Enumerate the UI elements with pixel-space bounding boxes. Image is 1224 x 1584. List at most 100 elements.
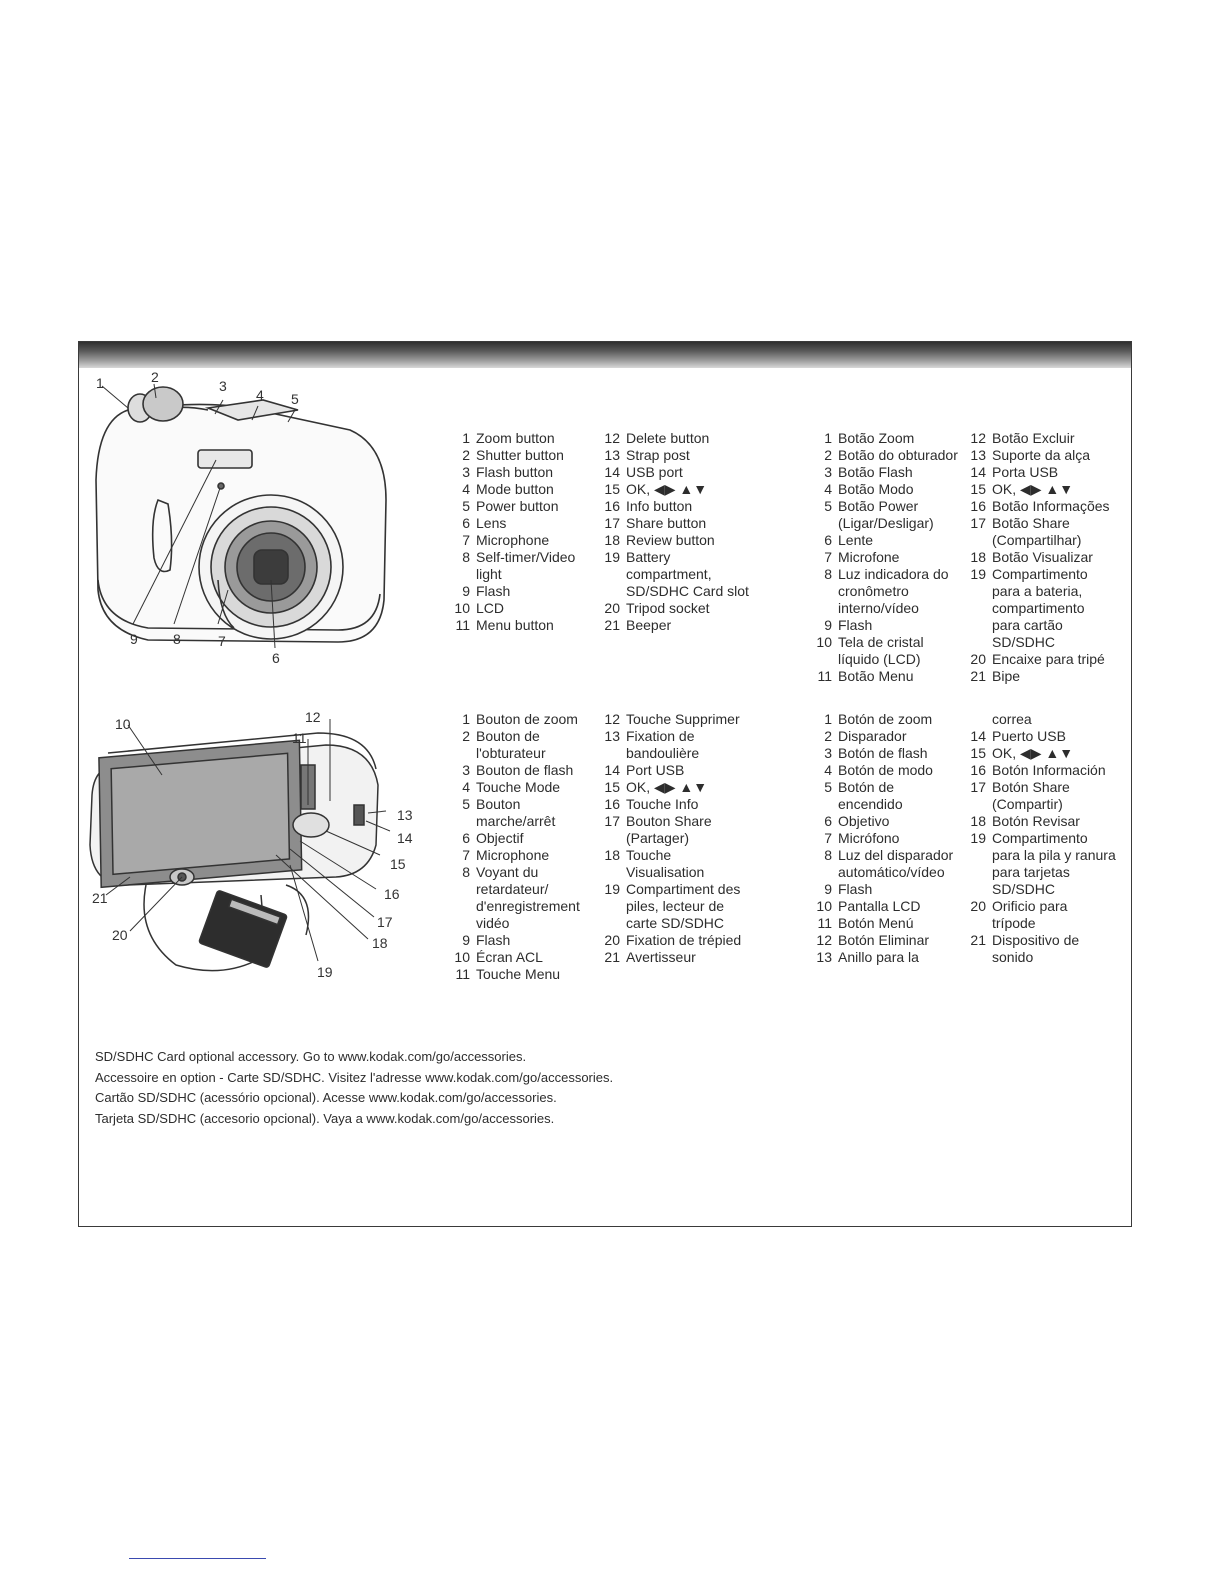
- item-label: Compartimento para a bateria, compartime…: [992, 566, 1088, 650]
- item-label: Menu button: [476, 617, 554, 633]
- list-item: 10 Pantalla LCD: [812, 898, 953, 915]
- item-number: 13: [970, 447, 986, 463]
- item-label: OK, ◀▶ ▲▼: [992, 745, 1074, 761]
- item-label: Flash: [838, 617, 873, 633]
- item-label: Bouton Share (Partager): [626, 813, 712, 846]
- callout-20: 20: [112, 927, 128, 943]
- callout-19: 19: [317, 964, 333, 980]
- item-number: 14: [970, 464, 986, 480]
- item-number: 6: [824, 532, 832, 548]
- callout-2: 2: [151, 369, 159, 385]
- item-number: 8: [824, 847, 832, 863]
- item-label: Luz del disparador automático/vídeo: [838, 847, 954, 880]
- item-number: 19: [604, 881, 620, 897]
- item-number: 18: [604, 847, 620, 863]
- item-number: 1: [462, 430, 470, 446]
- item-label: Microphone: [476, 532, 550, 548]
- item-number: 9: [824, 881, 832, 897]
- item-label: Tripod socket: [626, 600, 710, 616]
- item-label: Bouton de flash: [476, 762, 574, 778]
- item-label: Objectif: [476, 830, 524, 846]
- item-label: Pantalla LCD: [838, 898, 921, 914]
- item-number: 2: [824, 447, 832, 463]
- item-number: 7: [824, 549, 832, 565]
- item-number: 7: [462, 532, 470, 548]
- item-number: 9: [824, 617, 832, 633]
- item-label: Botón de modo: [838, 762, 933, 778]
- item-number: 17: [970, 779, 986, 795]
- item-label: OK, ◀▶ ▲▼: [626, 481, 708, 497]
- item-label: Botão Modo: [838, 481, 914, 497]
- item-number: 19: [970, 830, 986, 846]
- item-label: Botão Zoom: [838, 430, 915, 446]
- item-number: 21: [970, 932, 986, 948]
- item-number: 5: [462, 796, 470, 812]
- bottom-rule: [129, 1558, 266, 1559]
- item-label: Strap post: [626, 447, 690, 463]
- callout-11: 11: [292, 730, 307, 746]
- item-label: Port USB: [626, 762, 685, 778]
- item-number: 2: [824, 728, 832, 744]
- item-number: 12: [604, 430, 620, 446]
- item-label: Botão Menu: [838, 668, 914, 684]
- item-label: Info button: [626, 498, 693, 514]
- item-number: 10: [454, 600, 470, 616]
- item-label: OK, ◀▶ ▲▼: [626, 779, 708, 795]
- item-label: Botão do obturador: [838, 447, 958, 463]
- item-number: 10: [816, 898, 832, 914]
- callout-17: 17: [377, 914, 393, 930]
- item-number: 11: [817, 915, 832, 931]
- item-number: 10: [454, 949, 470, 965]
- item-label: Anillo para la: [838, 949, 919, 965]
- item-label: Beeper: [626, 617, 672, 633]
- list-item: 5 Bouton marche/arrêt: [450, 796, 580, 830]
- item-label: Botón Menú: [838, 915, 914, 931]
- item-number: 3: [824, 464, 832, 480]
- item-number: 15: [604, 481, 620, 497]
- item-number: 15: [604, 779, 620, 795]
- header-bar: [79, 342, 1131, 368]
- item-label: Bouton marche/arrêt: [476, 796, 556, 829]
- item-label: Luz indicadora do cronômetro interno/víd…: [838, 566, 949, 616]
- item-number: 7: [462, 847, 470, 863]
- item-label: Dispositivo de sonido: [992, 932, 1080, 965]
- item-label: Botão Power (Ligar/Desligar): [838, 498, 934, 531]
- item-label: Encaixe para tripé: [992, 651, 1105, 667]
- item-label: Lente: [838, 532, 874, 548]
- callout-12: 12: [305, 709, 321, 725]
- item-label: Botón de zoom: [838, 711, 933, 727]
- list-item: 11 Botón Menú: [812, 915, 953, 932]
- callout-21: 21: [92, 890, 108, 906]
- item-number: 8: [824, 566, 832, 582]
- callout-16: 16: [384, 886, 400, 902]
- item-label: Share button: [626, 515, 707, 531]
- item-number: 8: [462, 864, 470, 880]
- list-item: 8 Luz del disparador automático/vídeo: [812, 847, 953, 881]
